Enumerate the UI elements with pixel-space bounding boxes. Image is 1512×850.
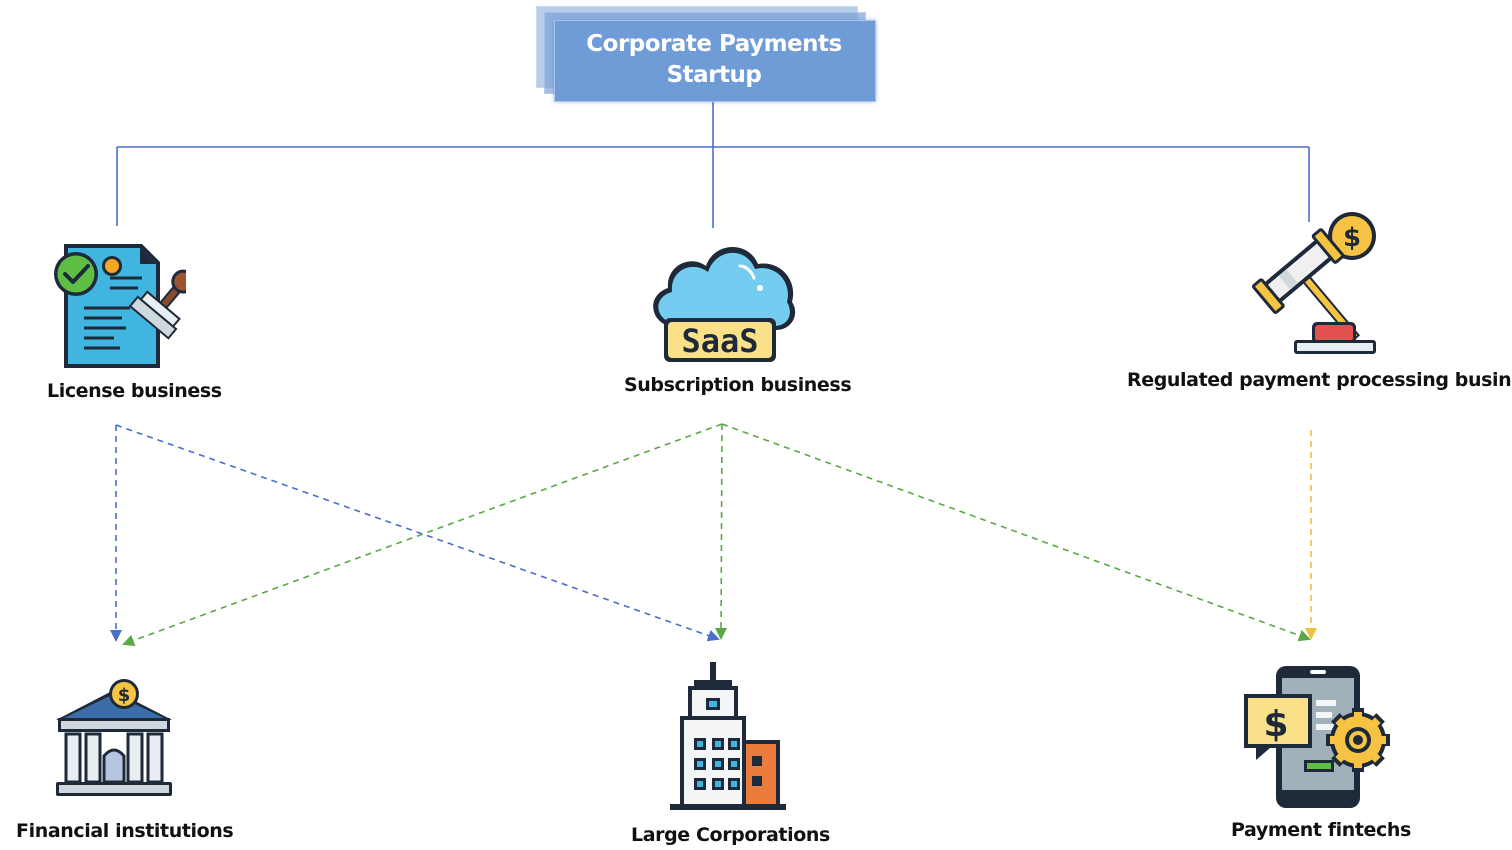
business-model-label-regulated: Regulated payment processing business	[1127, 369, 1512, 391]
arrow-subscription-to-fintechs	[721, 423, 1311, 642]
license-document-stamp-icon	[54, 244, 186, 368]
customer-label-large-corporations: Large Corporations	[631, 824, 830, 846]
business-model-label-subscription: Subscription business	[624, 374, 852, 396]
dashed-arrows	[110, 423, 1317, 647]
svg-text:$: $	[118, 685, 131, 706]
arrow-subscription-to-financial	[122, 423, 723, 647]
gavel-dollar-icon: $	[1251, 212, 1376, 354]
hierarchy-lines	[116, 102, 1310, 228]
saas-icon-text: SaaS	[681, 322, 758, 360]
saas-cloud-icon: SaaS	[653, 246, 796, 362]
root-title: Corporate Payments Startup	[586, 31, 842, 88]
svg-text:$: $	[1263, 704, 1288, 745]
mobile-payment-gear-icon: $	[1244, 666, 1390, 808]
customer-label-financial-institutions: Financial institutions	[16, 820, 234, 842]
business-model-label-license: License business	[47, 380, 222, 402]
arrow-subscription-to-corporations	[715, 423, 728, 640]
arrow-license-to-corporations	[115, 424, 720, 642]
root-node: Corporate Payments Startup	[536, 6, 878, 102]
office-skyscraper-icon	[670, 662, 786, 810]
bank-building-icon: $	[56, 679, 172, 796]
svg-text:$: $	[1343, 223, 1361, 253]
customer-label-payment-fintechs: Payment fintechs	[1231, 819, 1411, 841]
